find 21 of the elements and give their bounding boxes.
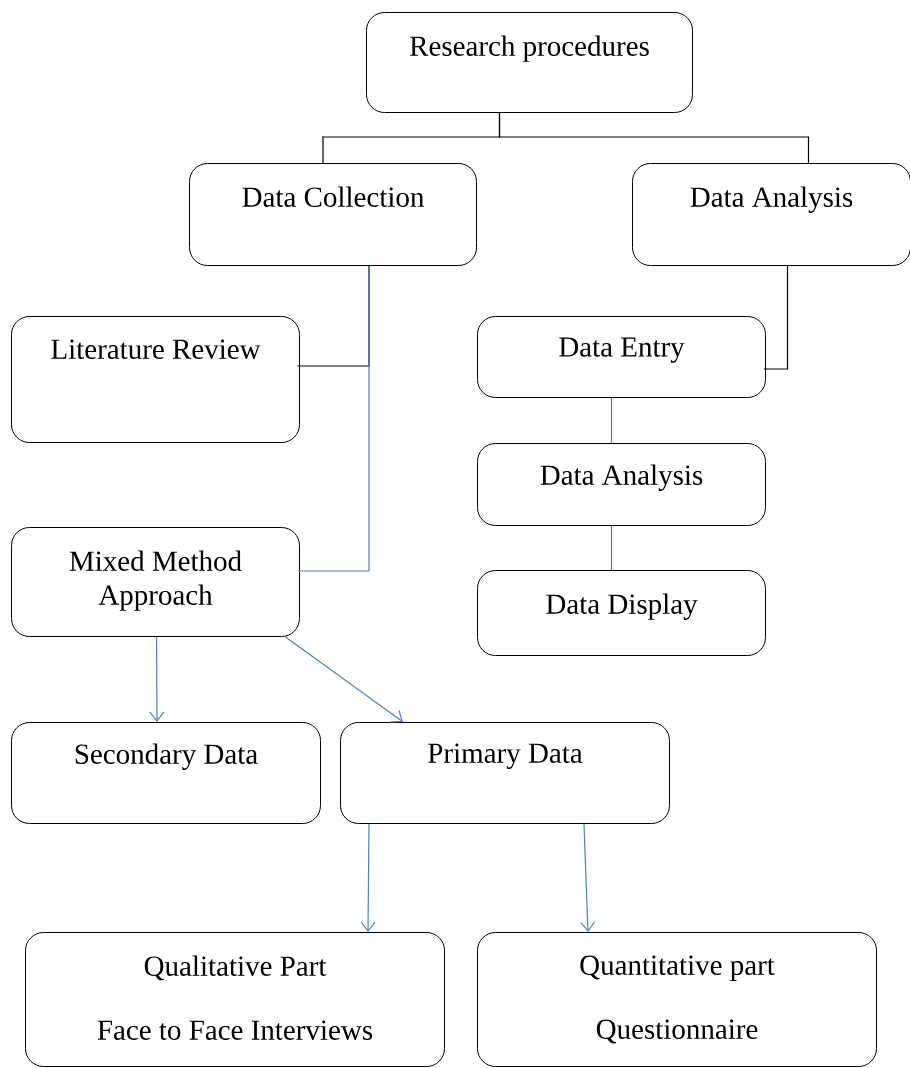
process-box: Literature Review xyxy=(11,316,300,443)
process-box: Quantitative part Questionnaire xyxy=(477,932,877,1067)
arrow xyxy=(149,636,165,722)
process-box: Data Collection xyxy=(189,163,477,266)
process-box: Qualitative Part Face to Face Interviews xyxy=(25,932,445,1067)
connector-line xyxy=(498,112,810,164)
connector-line xyxy=(763,265,789,371)
arrow xyxy=(284,636,403,723)
process-box: Secondary Data xyxy=(11,722,321,824)
process-box: Data Analysis xyxy=(632,163,910,266)
connector-line xyxy=(610,525,613,571)
process-box: Research procedures xyxy=(366,12,693,113)
process-box: Mixed Method Approach xyxy=(11,527,300,637)
process-box: Data Entry xyxy=(477,316,766,398)
process-box: Primary Data xyxy=(340,722,670,824)
connector-line xyxy=(297,265,370,573)
arrow xyxy=(580,823,596,932)
process-box: Data Display xyxy=(477,570,766,656)
arrow xyxy=(360,823,376,932)
process-box: Data Analysis xyxy=(477,443,766,526)
connector-line xyxy=(610,397,613,444)
